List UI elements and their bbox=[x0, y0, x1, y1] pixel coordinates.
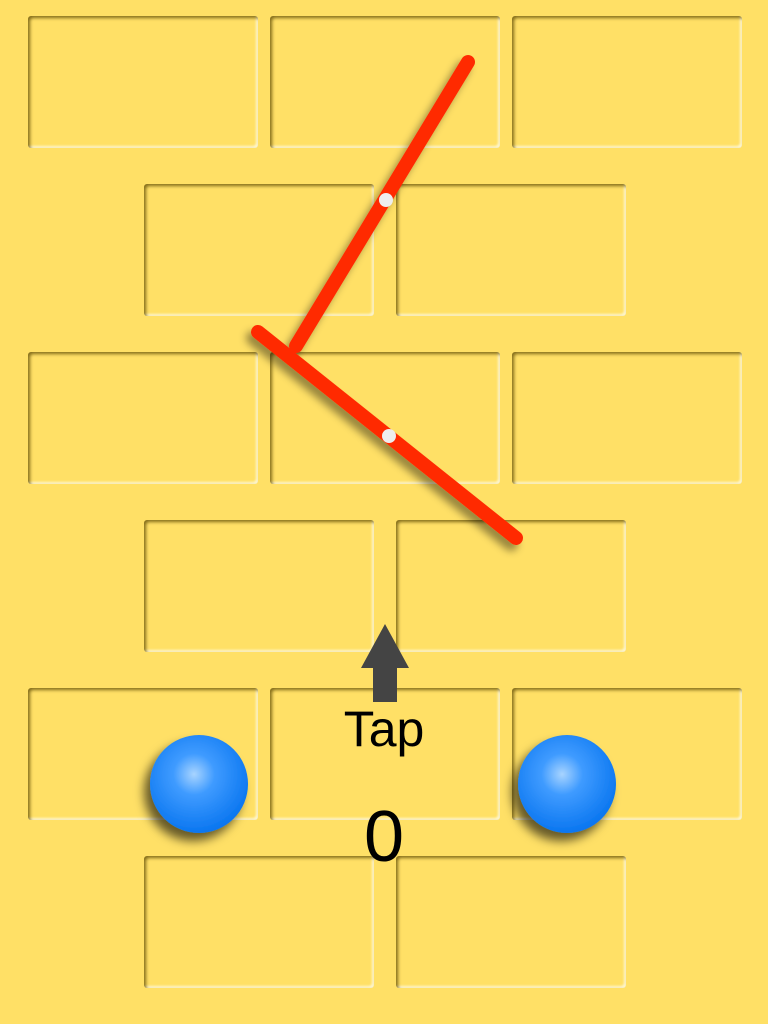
pivot-dot-lower bbox=[382, 429, 396, 443]
ball-left bbox=[150, 735, 248, 833]
ball-right bbox=[518, 735, 616, 833]
arrow-up-icon bbox=[361, 624, 409, 702]
pivot-dot-upper bbox=[379, 193, 393, 207]
score-display: 0 bbox=[363, 797, 405, 877]
tap-instruction[interactable]: Tap bbox=[343, 701, 425, 757]
